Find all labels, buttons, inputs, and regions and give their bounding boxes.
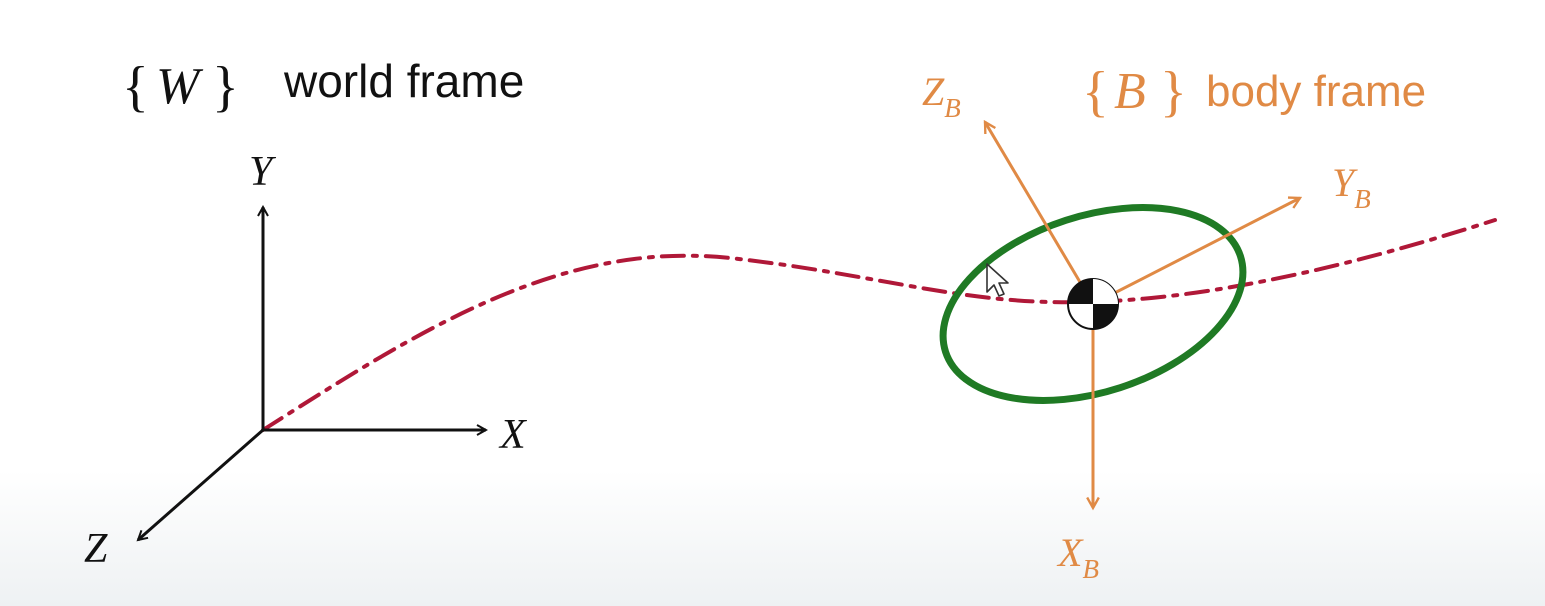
background-fade	[0, 470, 1545, 606]
body-y-label: YB	[1332, 160, 1371, 214]
world-x-label: X	[498, 412, 528, 458]
body-z-label: ZB	[922, 69, 961, 123]
world-z-label: Z	[84, 526, 108, 572]
body-frame-symbol: B	[1114, 63, 1146, 120]
world-frame-symbol: W	[156, 58, 204, 115]
body-frame-caption: body frame	[1206, 67, 1426, 116]
body-x-label: XB	[1056, 530, 1099, 584]
trajectory-path	[261, 218, 1497, 432]
body-y-axis	[1092, 198, 1300, 306]
brace-close: }	[1160, 61, 1187, 123]
world-frame-label: { W } world frame	[122, 55, 524, 118]
world-z-axis	[138, 428, 264, 540]
body-z-axis	[983, 122, 1095, 305]
world-frame-caption: world frame	[283, 55, 524, 107]
world-frame: { W } world frame Y X Z	[84, 55, 528, 572]
brace-open: {	[122, 56, 149, 118]
brace-open: {	[1082, 61, 1109, 123]
mouse-cursor-icon	[986, 263, 1009, 297]
body-frame: { B } body frame ZB YB XB	[922, 61, 1426, 584]
center-of-mass-icon	[1067, 278, 1119, 330]
world-y-label: Y	[249, 149, 277, 195]
brace-close: }	[212, 56, 239, 118]
body-frame-label: { B } body frame	[1082, 61, 1426, 123]
rotor-ring	[939, 204, 1247, 404]
